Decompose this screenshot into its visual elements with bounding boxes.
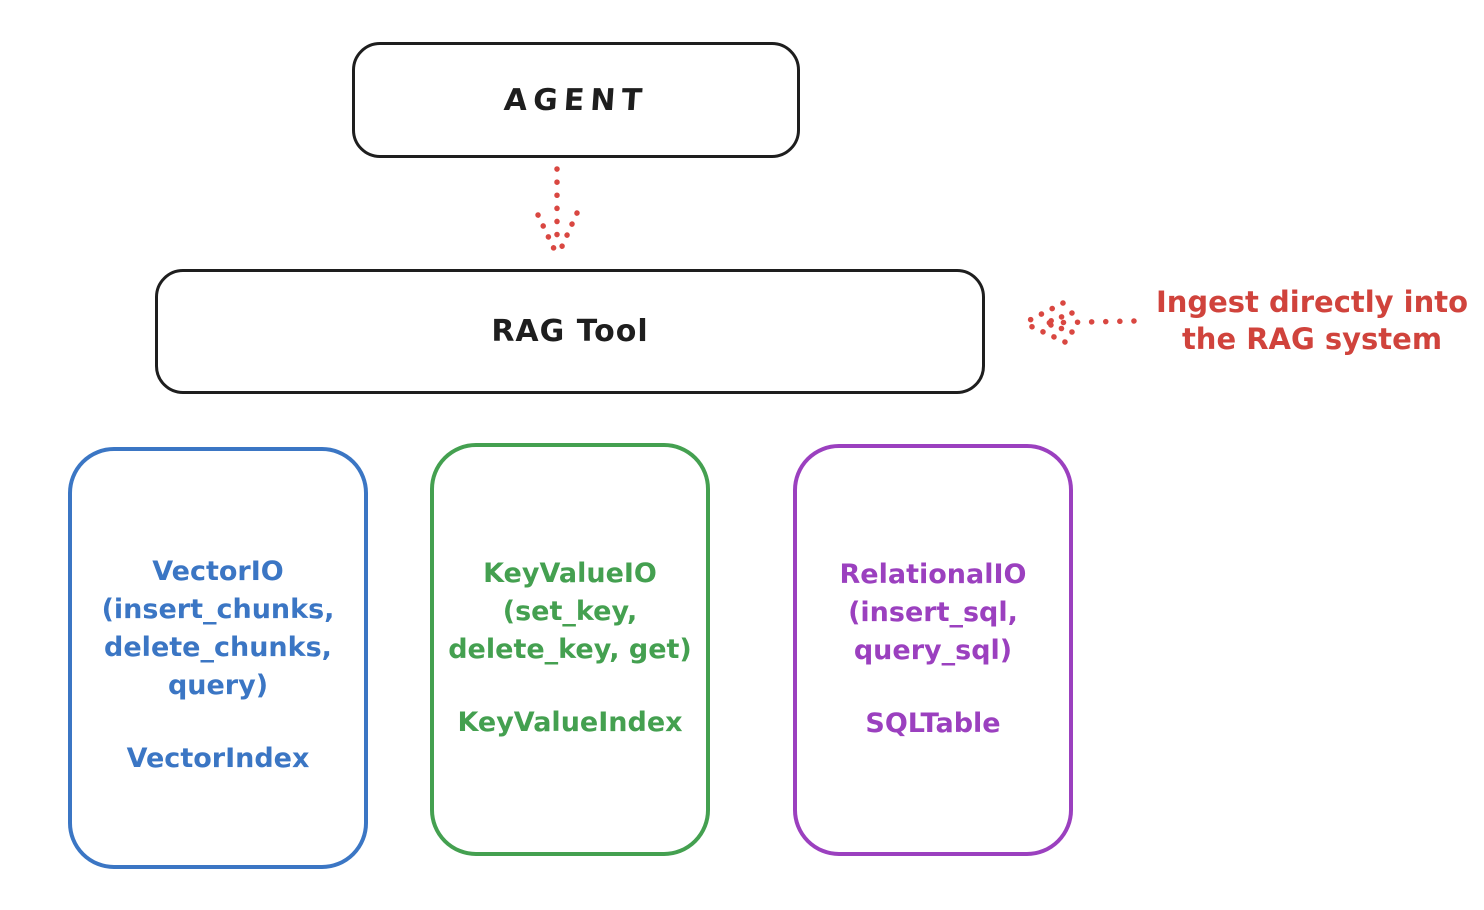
vectorio-index-label: VectorIndex bbox=[126, 743, 310, 774]
agent-label: AGENT bbox=[502, 82, 650, 118]
ingest-annotation: Ingest directly into the RAG system bbox=[1155, 285, 1469, 356]
vectorio-box: VectorIO (insert_chunks, delete_chunks, … bbox=[68, 447, 368, 869]
agent-box: AGENT bbox=[352, 42, 800, 158]
vectorio-methods: VectorIO (insert_chunks, delete_chunks, … bbox=[101, 556, 335, 701]
rag-tool-label: RAG Tool bbox=[491, 314, 649, 349]
relationalio-methods: RelationalIO (insert_sql, query_sql) bbox=[839, 559, 1027, 666]
keyvalueio-index-label: KeyValueIndex bbox=[457, 707, 683, 738]
rag-tool-box: RAG Tool bbox=[155, 269, 985, 394]
annotation-to-rag-arrow bbox=[1023, 300, 1137, 345]
agent-to-rag-arrow bbox=[535, 166, 580, 256]
keyvalueio-box: KeyValueIO (set_key, delete_key, get) Ke… bbox=[430, 443, 710, 856]
relationalio-index-label: SQLTable bbox=[865, 708, 1001, 739]
relationalio-box: RelationalIO (insert_sql, query_sql) SQL… bbox=[793, 444, 1073, 856]
keyvalueio-methods: KeyValueIO (set_key, delete_key, get) bbox=[448, 558, 692, 665]
